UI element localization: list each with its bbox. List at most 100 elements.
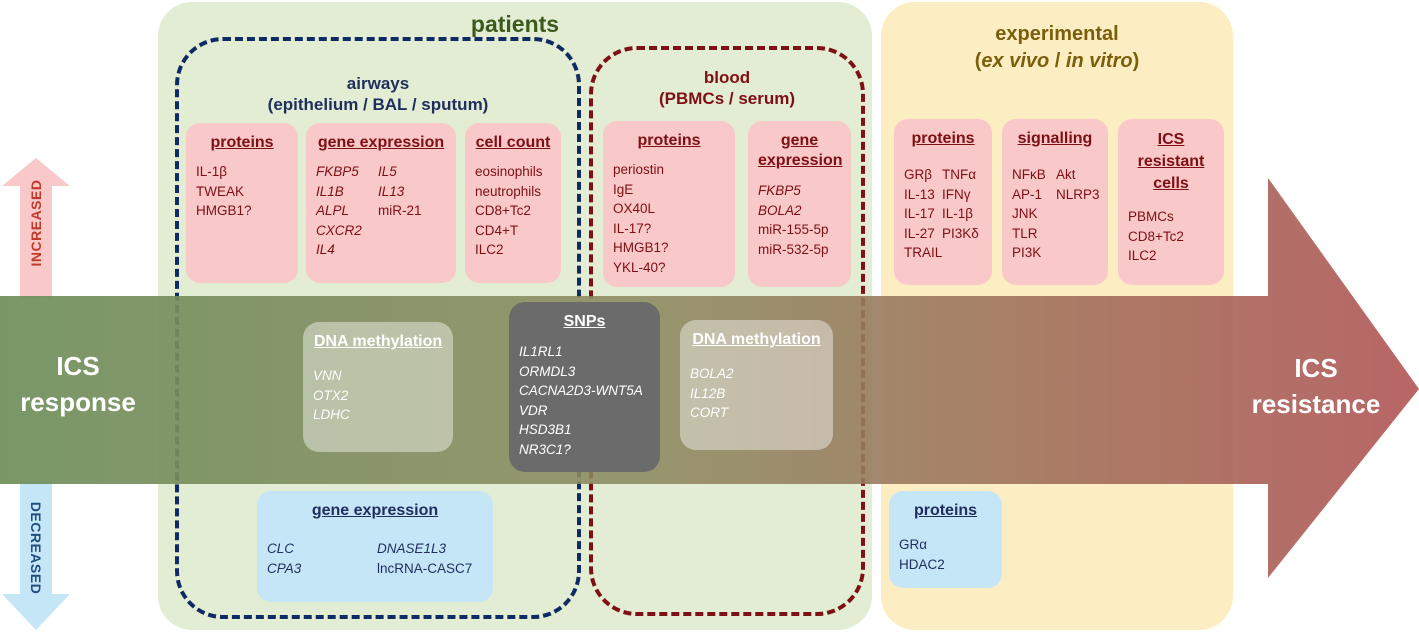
list-item: VNN — [313, 368, 342, 383]
list-item: miR-21 — [378, 203, 422, 218]
list-item: IL-1β — [942, 206, 974, 221]
list-item: CD4+T — [475, 222, 519, 238]
list-item: IL-17? — [613, 220, 652, 236]
ics-resistance-line1: ICS — [1294, 353, 1338, 383]
list-item: miR-532-5p — [758, 241, 829, 257]
list-item: TLR — [1012, 225, 1038, 241]
exp-resistant-cells-box: ICS resistant cells PBMCs CD8+Tc2 ILC2 — [1118, 119, 1224, 285]
ics-resistance-line2: resistance — [1251, 389, 1381, 419]
list-item: CLC — [267, 541, 295, 556]
list-item: BOLA2 — [758, 202, 802, 218]
list-item: neutrophils — [475, 183, 542, 199]
exp-signalling-box: signalling NFκB AP-1 JNK TLR PI3K Akt NL… — [1002, 119, 1108, 285]
list-item: periostin — [613, 162, 665, 177]
list-item: PBMCs — [1128, 209, 1174, 224]
airways-title-line1: airways — [346, 74, 410, 93]
airway-cell-count-box: cell count eosinophils neutrophils CD8+T… — [465, 123, 561, 283]
list-item: miR-155-5p — [758, 222, 829, 237]
list-item: OTX2 — [313, 387, 349, 403]
blood-dna-methylation-title: DNA methylation — [692, 331, 821, 348]
blood-dna-methylation-box: DNA methylation BOLA2 IL12B CORT — [680, 320, 833, 450]
list-item: TRAIL — [904, 245, 943, 260]
ics-resistance-label: ICS resistance — [1236, 350, 1396, 422]
list-item: CD8+Tc2 — [1128, 228, 1184, 244]
list-item: ILC2 — [1128, 248, 1157, 263]
list-item: AP-1 — [1012, 186, 1043, 202]
experimental-title: experimental (ex vivo / in vitro) — [881, 21, 1233, 75]
experimental-title-line1: experimental — [995, 23, 1119, 45]
snps-title: SNPs — [563, 313, 606, 330]
blood-title-line1: blood — [703, 68, 751, 87]
list-item: PI3K — [1012, 245, 1042, 260]
list-item: OX40L — [613, 201, 656, 216]
airways-title-line2: (epithelium / BAL / sputum) — [267, 95, 489, 114]
list-item: BOLA2 — [690, 366, 734, 381]
list-item: NR3C1? — [519, 441, 571, 457]
list-item: NFκB — [1012, 167, 1046, 182]
blood-proteins-list: periostin IgE OX40L IL-17? HMGB1? YKL-40… — [613, 160, 725, 277]
list-item: IL-1β — [196, 164, 228, 179]
list-item: TWEAK — [196, 183, 245, 199]
list-item: HDAC2 — [899, 556, 945, 572]
blood-gene-expression-title-line2: expression — [758, 152, 843, 169]
exp-resistant-cells-title-line3: cells — [1153, 175, 1189, 192]
airway-decreased-gene-expression-title: gene expression — [311, 502, 439, 519]
list-item: YKL-40? — [613, 259, 666, 275]
blood-gene-expression-list: FKBP5 BOLA2 miR-155-5p miR-532-5p — [758, 181, 841, 259]
exp-decreased-proteins-title: proteins — [913, 502, 978, 519]
blood-title-line2: (PBMCs / serum) — [658, 89, 796, 108]
snps-list: IL1RL1 ORMDL3 CACNA2D3-WNT5A VDR HSD3B1 … — [519, 342, 650, 459]
list-item: IgE — [613, 181, 634, 197]
airway-gene-expression-box: gene expression FKBP5 IL1B ALPL CXCR2 IL… — [306, 123, 456, 283]
list-item: GRβ — [904, 167, 933, 182]
airway-gene-expression-list: FKBP5 IL1B ALPL CXCR2 IL4 IL5 IL13 miR-2… — [316, 162, 446, 260]
list-item: GRα — [899, 537, 928, 552]
airway-proteins-list: IL-1β TWEAK HMGB1? — [196, 162, 288, 221]
exp-resistant-cells-list: PBMCs CD8+Tc2 ILC2 — [1128, 207, 1214, 266]
list-item: JNK — [1012, 206, 1038, 221]
exp-proteins-box: proteins GRβ IL-13 IL-17 IL-27 TRAIL TNF… — [894, 119, 992, 285]
ics-response-line1: ICS — [56, 351, 100, 381]
list-item: IL12B — [690, 385, 726, 401]
list-item: ORMDL3 — [519, 363, 576, 379]
list-item: ALPL — [316, 203, 350, 218]
exp-resistant-cells-title-line1: ICS — [1157, 131, 1185, 148]
airway-dna-methylation-list: VNN OTX2 LDHC — [313, 366, 443, 425]
exp-resistant-cells-title-line2: resistant — [1137, 153, 1205, 170]
exp-signalling-title: signalling — [1017, 130, 1093, 147]
increased-arrow — [2, 158, 70, 298]
airway-cell-count-title: cell count — [475, 134, 551, 151]
airway-proteins-box: proteins IL-1β TWEAK HMGB1? — [186, 123, 298, 283]
list-item: DNASE1L3 — [377, 541, 447, 556]
list-item: IL-17 — [904, 206, 935, 221]
airways-title: airways (epithelium / BAL / sputum) — [179, 73, 577, 115]
list-item: PI3Kδ — [942, 225, 979, 241]
experimental-in-vitro: in vitro — [1065, 50, 1133, 72]
list-item: Akt — [1056, 167, 1076, 182]
list-item: TNFα — [942, 167, 977, 182]
exp-signalling-list: NFκB AP-1 JNK TLR PI3K Akt NLRP3 — [1012, 165, 1100, 263]
exp-decreased-proteins-list: GRα HDAC2 — [899, 535, 992, 574]
experimental-separator: / — [1049, 50, 1066, 72]
exp-decreased-proteins-box: proteins GRα HDAC2 — [889, 491, 1002, 588]
list-item: FKBP5 — [758, 183, 801, 198]
list-item: HMGB1? — [196, 203, 252, 218]
decreased-arrow — [2, 482, 70, 630]
list-item: NLRP3 — [1056, 186, 1100, 202]
ics-response-label: ICS response — [8, 348, 148, 420]
list-item: CD8+Tc2 — [475, 203, 531, 218]
blood-gene-expression-title-line1: gene — [780, 132, 819, 149]
list-item: HMGB1? — [613, 240, 669, 255]
list-item: IL-13 — [904, 186, 935, 202]
list-item: IL1B — [316, 183, 344, 199]
airway-gene-expression-title: gene expression — [317, 134, 445, 151]
list-item: FKBP5 — [316, 164, 359, 179]
airway-dna-methylation-box: DNA methylation VNN OTX2 LDHC — [303, 322, 453, 452]
list-item: LDHC — [313, 407, 350, 422]
list-item: CXCR2 — [316, 222, 362, 238]
blood-dna-methylation-list: BOLA2 IL12B CORT — [690, 364, 823, 423]
airway-dna-methylation-title: DNA methylation — [313, 333, 443, 350]
list-item: IFNγ — [942, 186, 971, 202]
experimental-ex-vivo: ex vivo — [981, 50, 1050, 72]
